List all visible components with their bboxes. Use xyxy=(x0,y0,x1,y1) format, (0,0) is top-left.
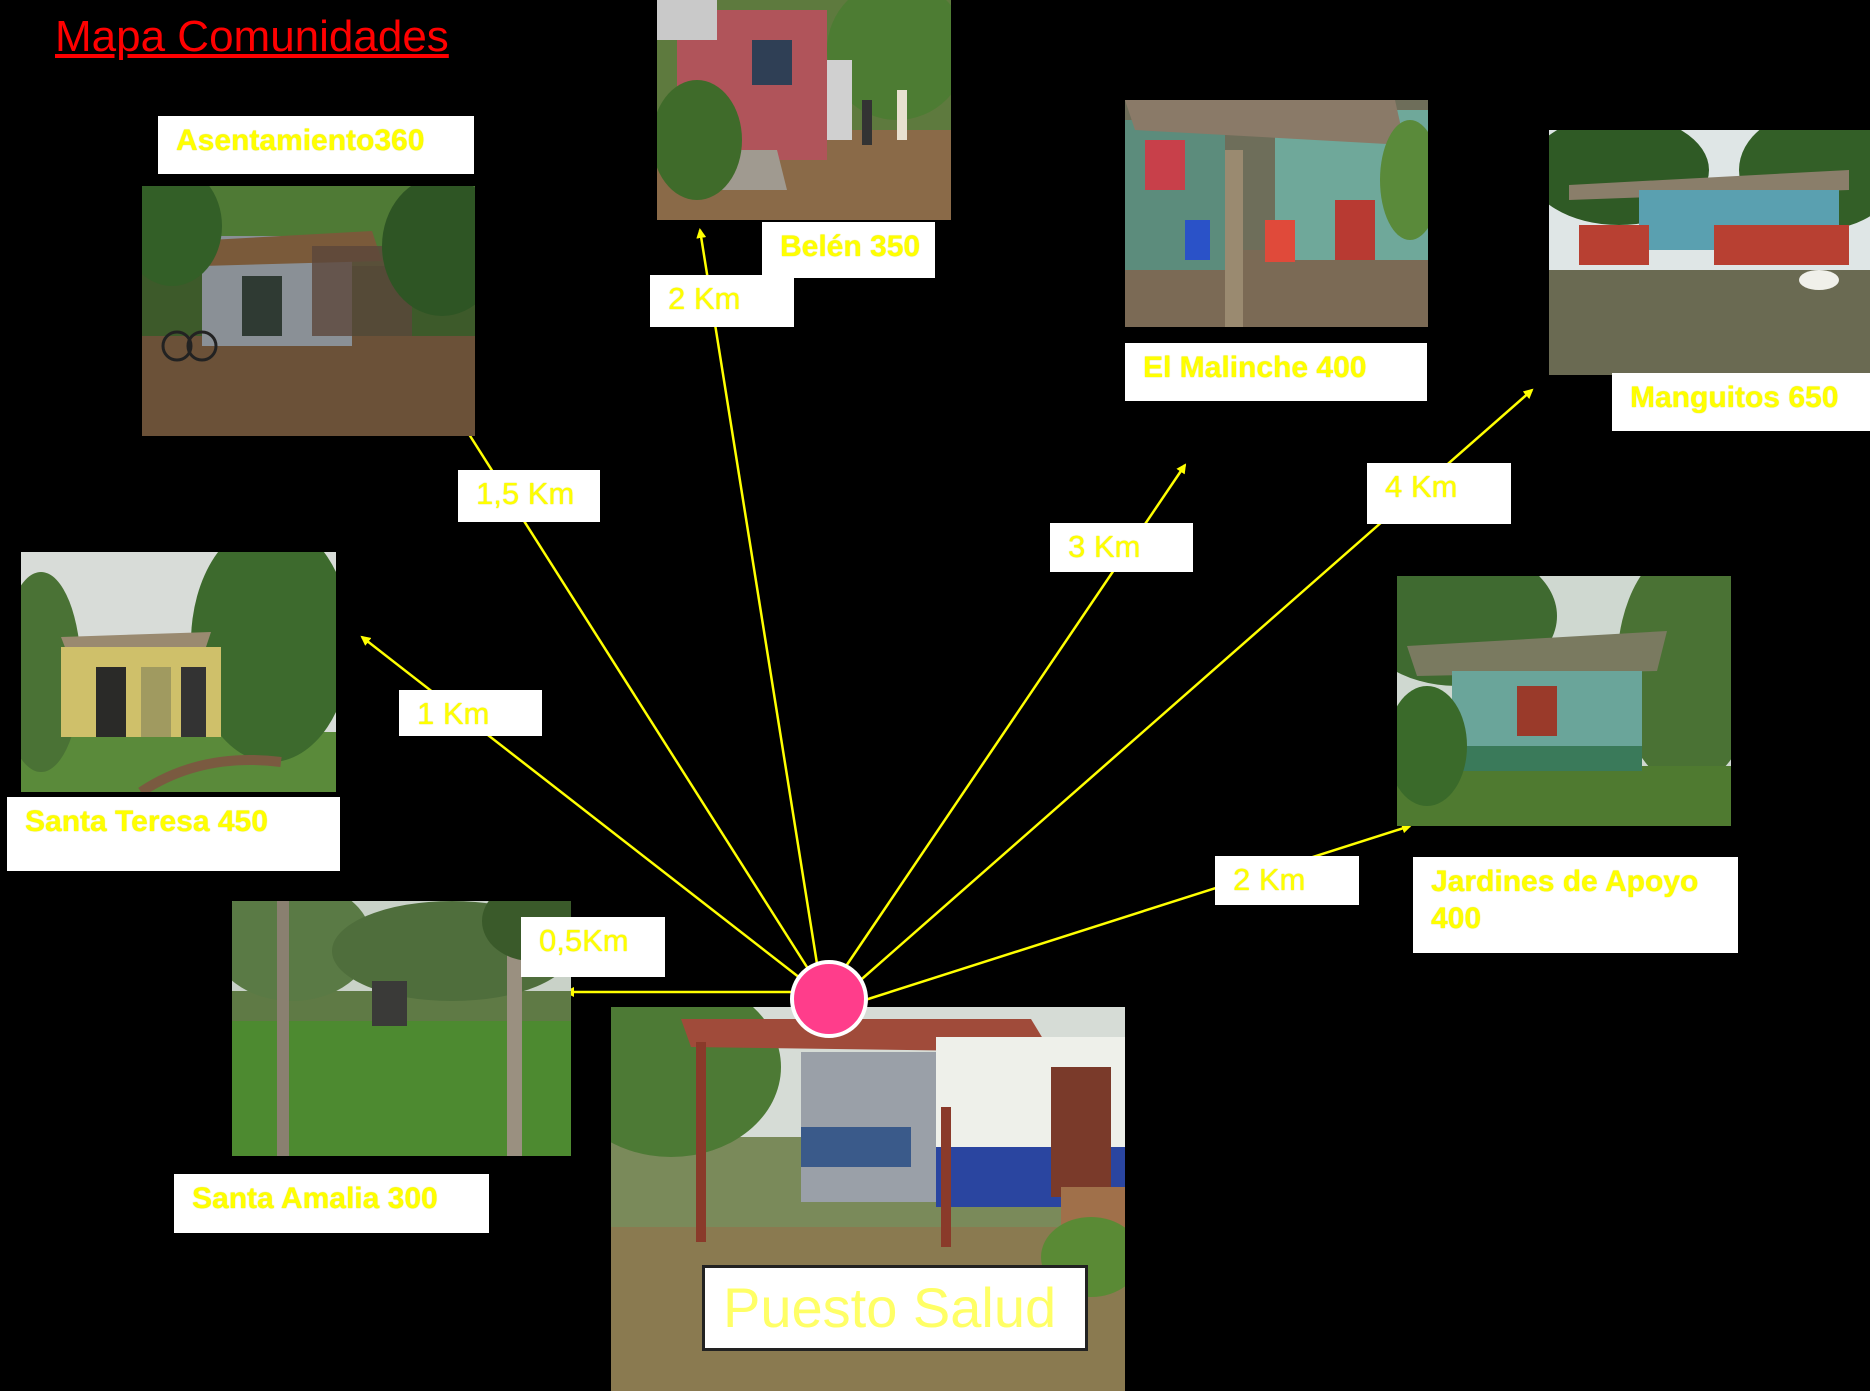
label-teresa: Santa Teresa 450 xyxy=(7,797,340,871)
photo-asentamiento xyxy=(142,186,475,436)
photo-belen xyxy=(657,0,951,220)
distance-malinche: 3 Km xyxy=(1050,523,1193,572)
label-amalia: Santa Amalia 300 xyxy=(174,1174,489,1233)
arrow-belen xyxy=(696,228,820,971)
distance-manguitos: 4 Km xyxy=(1367,463,1511,524)
photo-amalia xyxy=(232,901,571,1156)
label-asentamiento: Asentamiento360 xyxy=(158,116,474,174)
distance-jardines: 2 Km xyxy=(1215,856,1359,905)
distance-amalia: 0,5Km xyxy=(521,917,665,977)
photo-manguitos xyxy=(1549,130,1870,375)
label-jardines: Jardines de Apoyo 400 xyxy=(1413,857,1738,953)
photo-malinche xyxy=(1125,100,1428,327)
center-label: Puesto Salud xyxy=(702,1265,1088,1351)
distance-asentamiento: 1,5 Km xyxy=(458,470,600,522)
label-malinche: El Malinche 400 xyxy=(1125,343,1427,401)
distance-belen: 2 Km xyxy=(650,275,794,327)
arrow-jardines xyxy=(864,823,1412,1002)
center-hub-marker xyxy=(790,960,868,1038)
photo-teresa xyxy=(21,552,336,792)
label-manguitos: Manguitos 650 xyxy=(1612,373,1870,431)
distance-teresa: 1 Km xyxy=(399,690,542,736)
photo-jardines xyxy=(1397,576,1731,826)
label-belen: Belén 350 xyxy=(762,222,935,278)
page-title: Mapa Comunidades xyxy=(55,12,449,61)
